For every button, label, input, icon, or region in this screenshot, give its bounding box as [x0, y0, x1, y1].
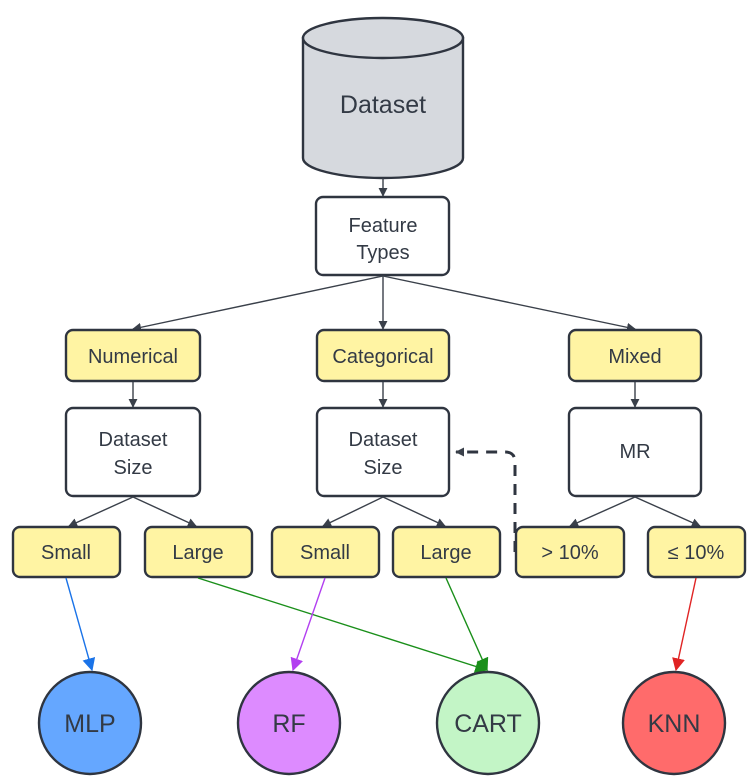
dataset-node: Dataset [301, 16, 465, 180]
gt10-label: > 10% [541, 542, 598, 564]
dataset-cylinder-body [301, 36, 465, 180]
edge-mr-to-gt10 [569, 496, 636, 527]
feature-types-box [314, 195, 451, 277]
dataset-size-numerical-label-line2: Size [114, 457, 153, 479]
gt10-node: > 10% [514, 525, 626, 579]
mr-node: MR [567, 406, 703, 498]
large-numerical-label: Large [172, 542, 223, 564]
large-categorical-label: Large [420, 542, 471, 564]
rf-node: RF [236, 670, 342, 776]
small-categorical-box [270, 525, 381, 579]
small-categorical-node: Small [270, 525, 381, 579]
dataset-size-numerical-node: Dataset Size [64, 406, 202, 498]
edge-feature-types-to-mixed [382, 275, 636, 332]
edge-size-numerical-to-small [68, 496, 134, 527]
edge-feature-types-to-numerical [132, 275, 384, 332]
dataset-size-categorical-label-line1: Dataset [349, 429, 418, 451]
knn-label: KNN [648, 710, 701, 738]
numerical-node: Numerical [64, 328, 202, 383]
categorical-label: Categorical [332, 346, 433, 368]
large-numerical-node: Large [143, 525, 254, 579]
feature-types-node: Feature Types [314, 195, 451, 277]
numerical-label: Numerical [88, 346, 178, 368]
dataset-cylinder-top [301, 16, 465, 60]
edge-gt10-to-dataset-size-categorical [455, 447, 517, 552]
numerical-box [64, 328, 202, 383]
large-numerical-box [143, 525, 254, 579]
le10-label: ≤ 10% [668, 542, 725, 564]
le10-node: ≤ 10% [646, 525, 747, 579]
cart-label: CART [454, 710, 522, 738]
dataset-size-categorical-label-line2: Size [364, 457, 403, 479]
mlp-circle [37, 670, 143, 776]
edge-large-categorical-to-cart [445, 577, 489, 672]
edge-small-numerical-to-mlp [65, 577, 96, 672]
feature-types-label-line2: Types [356, 242, 409, 264]
mr-label: MR [619, 441, 650, 463]
dataset-size-categorical-box [315, 406, 451, 498]
cart-circle [435, 670, 541, 776]
mixed-label: Mixed [608, 346, 661, 368]
dataset-label: Dataset [340, 91, 426, 119]
rf-circle [236, 670, 342, 776]
knn-circle [621, 670, 727, 776]
categorical-box [315, 328, 451, 383]
dataset-size-numerical-label-line1: Dataset [99, 429, 168, 451]
rf-label: RF [272, 710, 305, 738]
edge-size-categorical-to-large [382, 496, 446, 527]
categorical-node: Categorical [315, 328, 451, 383]
knn-node: KNN [621, 670, 727, 776]
small-numerical-node: Small [11, 525, 122, 579]
edge-mr-to-le10 [634, 496, 701, 527]
mixed-node: Mixed [567, 328, 703, 383]
cart-node: CART [435, 670, 541, 776]
edge-size-categorical-to-small [322, 496, 384, 527]
edge-size-numerical-to-large [132, 496, 197, 527]
small-categorical-label: Small [300, 542, 350, 564]
dataset-size-categorical-node: Dataset Size [315, 406, 451, 498]
mlp-label: MLP [64, 710, 115, 738]
edge-large-numerical-to-cart [197, 577, 489, 673]
le10-box [646, 525, 747, 579]
feature-types-label-line1: Feature [349, 215, 418, 237]
dataset-size-numerical-box [64, 406, 202, 498]
large-categorical-box [391, 525, 502, 579]
edge-small-categorical-to-rf [290, 577, 326, 672]
mr-box [567, 406, 703, 498]
mlp-node: MLP [37, 670, 143, 776]
edge-le10-to-knn [672, 577, 697, 672]
small-numerical-box [11, 525, 122, 579]
large-categorical-node: Large [391, 525, 502, 579]
small-numerical-label: Small [41, 542, 91, 564]
mixed-box [567, 328, 703, 383]
